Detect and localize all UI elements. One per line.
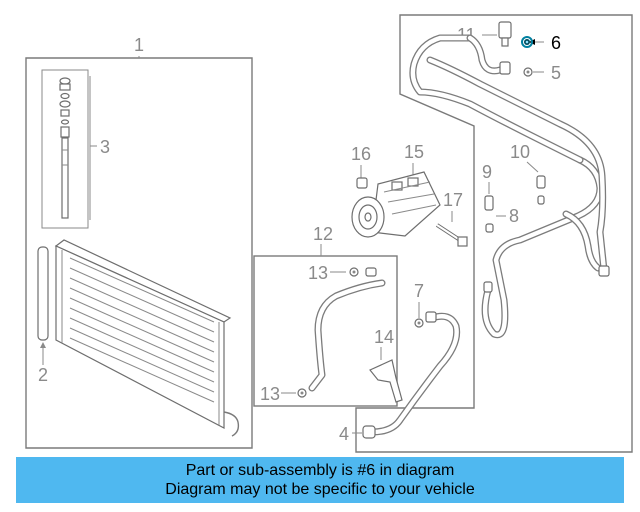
callout-14: 14 bbox=[374, 327, 394, 347]
callout-15: 15 bbox=[404, 142, 424, 162]
condenser bbox=[37, 239, 240, 437]
part-7-oring bbox=[414, 318, 424, 328]
callout-10: 10 bbox=[510, 142, 530, 162]
callout-16: 16 bbox=[351, 144, 371, 164]
part-14-bracket bbox=[369, 359, 403, 403]
caption-banner: Part or sub-assembly is #6 in diagram Di… bbox=[16, 457, 624, 503]
callout-1: 1 bbox=[134, 35, 144, 55]
callout-17: 17 bbox=[443, 190, 463, 210]
pipe-assembly bbox=[362, 34, 610, 439]
callout-8: 8 bbox=[509, 206, 519, 226]
callout-3: 3 bbox=[100, 137, 110, 157]
callout-7: 7 bbox=[414, 281, 424, 301]
caption-line-1: Part or sub-assembly is #6 in diagram bbox=[185, 462, 455, 479]
callout-13-upper: 13 bbox=[308, 263, 328, 283]
callout-12: 12 bbox=[313, 224, 333, 244]
part-16-fitting bbox=[356, 177, 368, 189]
hose-group-12 bbox=[297, 267, 386, 398]
part-17-bolt bbox=[435, 223, 468, 247]
callout-9: 9 bbox=[482, 162, 492, 182]
part-11-switch bbox=[498, 21, 512, 75]
drier-assembly bbox=[41, 69, 89, 229]
compressor bbox=[351, 171, 441, 238]
leader-lines bbox=[40, 34, 544, 434]
part-6-oring-highlighted[interactable] bbox=[521, 36, 533, 48]
callout-2: 2 bbox=[38, 365, 48, 385]
callout-5: 5 bbox=[551, 63, 561, 83]
callout-4: 4 bbox=[339, 424, 349, 444]
callout-6: 6 bbox=[551, 33, 561, 53]
caption-line-2: Diagram may not be specific to your vehi… bbox=[165, 481, 475, 498]
callout-13-lower: 13 bbox=[260, 384, 280, 404]
group-frames bbox=[25, 14, 633, 453]
callout-numbers: 1 2 3 4 5 6 7 8 9 10 11 12 13 13 14 15 1… bbox=[38, 25, 561, 444]
part-5-oring bbox=[523, 67, 533, 77]
